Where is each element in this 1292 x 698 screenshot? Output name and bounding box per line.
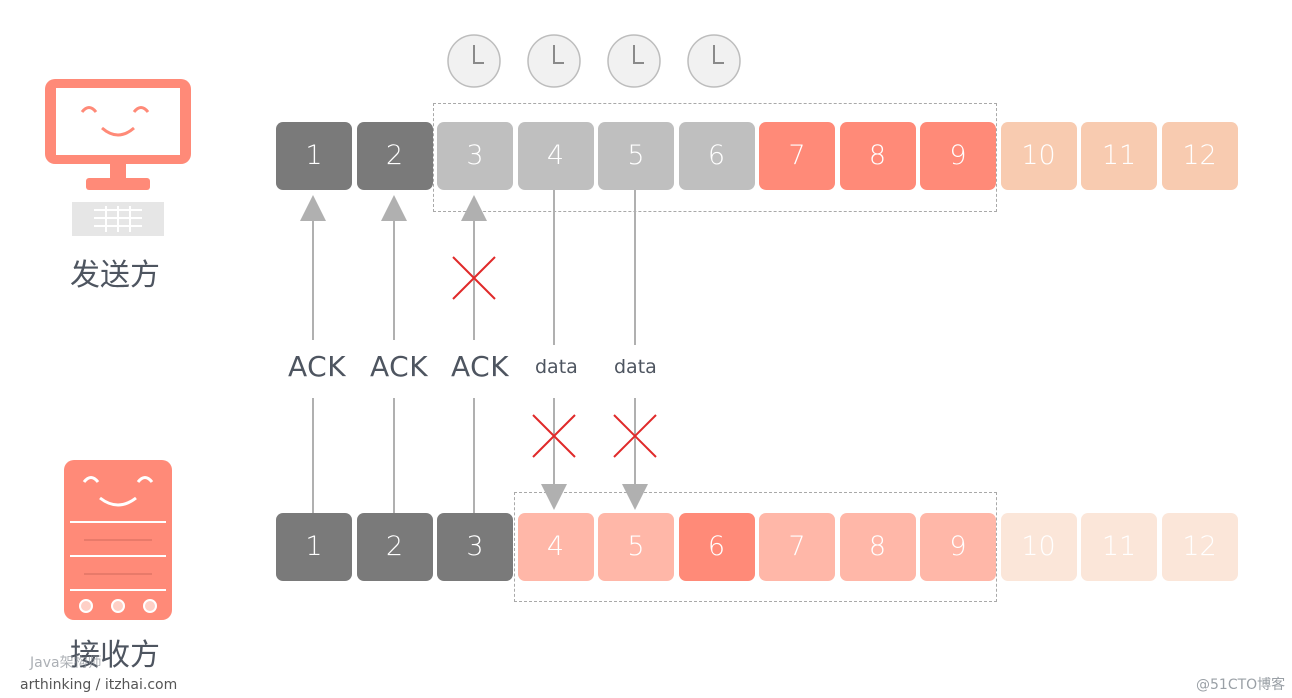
receiver-packet-10: 10 [1000, 513, 1077, 581]
ack-arrow-head [461, 195, 487, 221]
sender-packet-11: 11 [1081, 122, 1157, 190]
receiver-packet-1: 1 [276, 513, 352, 581]
data-label: data [535, 356, 578, 378]
receiver-packet-8: 8 [839, 513, 916, 581]
clock-icon [607, 34, 661, 88]
lost-cross-icon [532, 414, 576, 458]
receiver-packet-9: 9 [920, 513, 996, 581]
sender-packet-5: 5 [598, 122, 674, 190]
receiver-label: 接收方 [70, 638, 160, 673]
receiver-packet-7: 7 [759, 513, 835, 581]
sender-packet-12: 12 [1161, 122, 1238, 190]
sender-sliding-window [433, 103, 997, 212]
lost-cross-icon [452, 256, 496, 300]
server-icon [64, 460, 172, 620]
watermark-right: @51CTO博客 [1196, 677, 1286, 693]
sender-packet-4: 4 [517, 122, 594, 190]
sender-packet-3: 3 [437, 122, 513, 190]
receiver-sliding-window [514, 492, 997, 602]
computer-icon [45, 79, 191, 236]
receiver-packet-5: 5 [598, 513, 674, 581]
ack-label: ACK [451, 350, 510, 383]
sender-packet-7: 7 [759, 122, 835, 190]
clock-icon [527, 34, 581, 88]
ack-label: ACK [288, 350, 347, 383]
watermark-left-bottom: arthinking / itzhai.com [20, 677, 178, 693]
watermark-left-top: Java架构师 [30, 655, 102, 671]
sender-packet-9: 9 [920, 122, 996, 190]
data-arrow-head [622, 484, 648, 510]
receiver-packet-2: 2 [356, 513, 433, 581]
receiver-packet-3: 3 [437, 513, 513, 581]
sender-packet-1: 1 [276, 122, 352, 190]
sender-packet-8: 8 [839, 122, 916, 190]
receiver-packet-4: 4 [517, 513, 594, 581]
clock-icon [447, 34, 501, 88]
sender-packet-10: 10 [1000, 122, 1077, 190]
sender-packet-6: 6 [678, 122, 755, 190]
receiver-packet-6: 6 [678, 513, 755, 581]
ack-arrow-head [381, 195, 407, 221]
clock-icon [687, 34, 741, 88]
sender-label: 发送方 [70, 258, 160, 293]
receiver-packet-11: 11 [1081, 513, 1157, 581]
lost-cross-icon [613, 414, 657, 458]
data-label: data [614, 356, 657, 378]
data-arrow-head [541, 484, 567, 510]
receiver-packet-12: 12 [1161, 513, 1238, 581]
sender-packet-2: 2 [356, 122, 433, 190]
ack-label: ACK [370, 350, 429, 383]
ack-arrow-head [300, 195, 326, 221]
